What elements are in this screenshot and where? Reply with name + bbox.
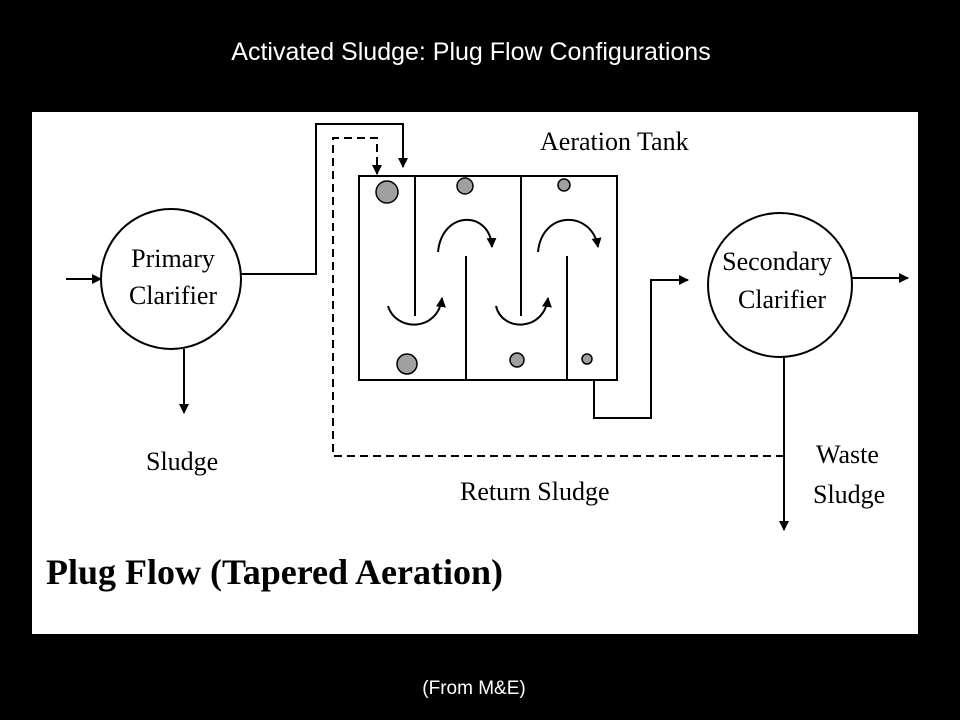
diffuser — [375, 180, 399, 204]
primary-clarifier-circle — [100, 208, 242, 350]
source-credit: (From M&E) — [422, 678, 526, 699]
diffuser — [581, 353, 593, 365]
secondary-clarifier-label-line1: Secondary — [722, 247, 832, 276]
return-sludge-label: Return Sludge — [460, 477, 610, 506]
flow-swirl-arrow-3 — [495, 297, 552, 326]
primary-clarifier-label-line2: Clarifier — [129, 281, 217, 310]
primary-effluent-line — [241, 123, 408, 275]
diagram-panel: Primary Clarifier Sludge Aeration Tank — [32, 112, 918, 634]
aeration-tank — [358, 175, 618, 381]
diffuser — [557, 178, 571, 192]
flow-swirl-arrow-1 — [387, 297, 446, 326]
plug-flow-diagram: Primary Clarifier Sludge Aeration Tank — [46, 123, 909, 592]
aeration-tank-label: Aeration Tank — [540, 127, 689, 156]
diagram-caption: Plug Flow (Tapered Aeration) — [46, 552, 503, 592]
flow-swirl-arrow-4 — [537, 218, 602, 253]
diffuser — [456, 177, 474, 195]
primary-clarifier-label-line1: Primary — [131, 244, 215, 273]
diffuser — [396, 353, 418, 375]
tank-effluent-line — [593, 275, 689, 419]
diffuser — [509, 352, 525, 368]
waste-sludge-label-line1: Waste — [816, 440, 879, 469]
secondary-clarifier-label-line2: Clarifier — [738, 285, 826, 314]
secondary-clarifier-circle — [707, 212, 853, 358]
primary-sludge-label: Sludge — [146, 447, 218, 476]
flow-swirl-arrow-2 — [437, 218, 497, 253]
waste-sludge-label-line2: Sludge — [813, 480, 885, 509]
return-sludge-line — [332, 137, 784, 457]
slide-title: Activated Sludge: Plug Flow Configuratio… — [231, 38, 711, 66]
